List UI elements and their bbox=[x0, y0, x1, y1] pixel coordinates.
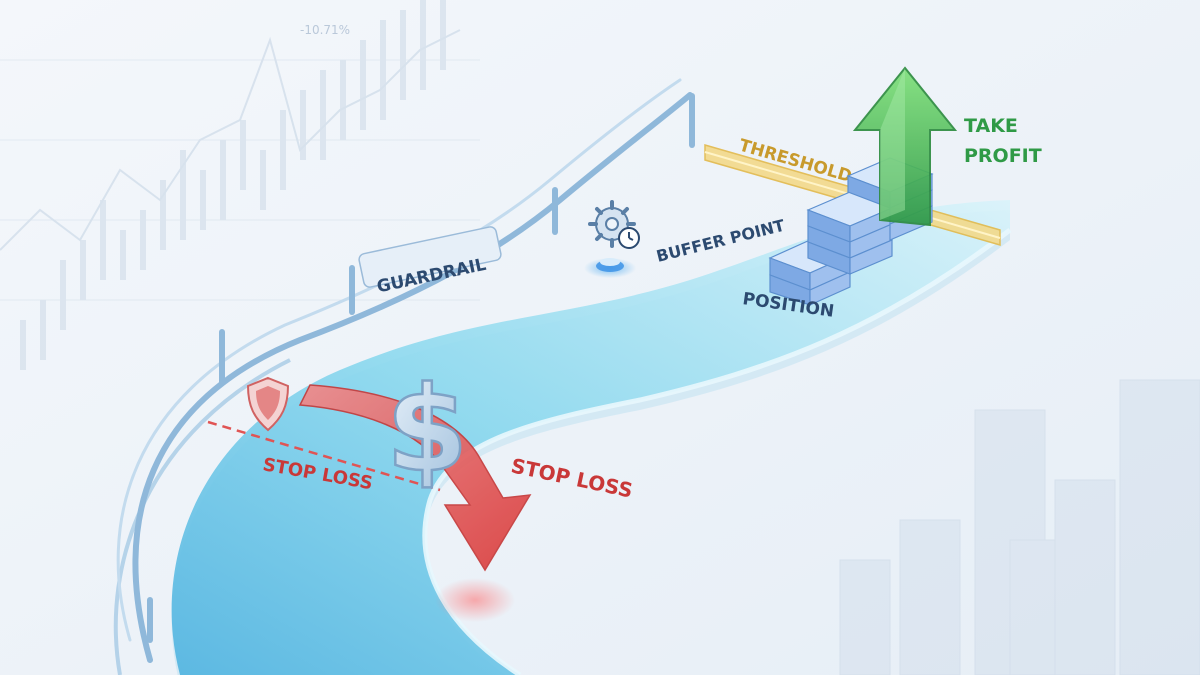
dollar-sign-icon: $ bbox=[386, 360, 468, 498]
take-profit-label-line2: PROFIT bbox=[964, 145, 1042, 167]
buffer-point-marker[interactable] bbox=[584, 258, 636, 278]
percent-change-label: -10.71% bbox=[300, 23, 350, 37]
take-profit-label-line1: TAKE bbox=[964, 115, 1018, 137]
dollar-sign: $ bbox=[386, 360, 468, 498]
